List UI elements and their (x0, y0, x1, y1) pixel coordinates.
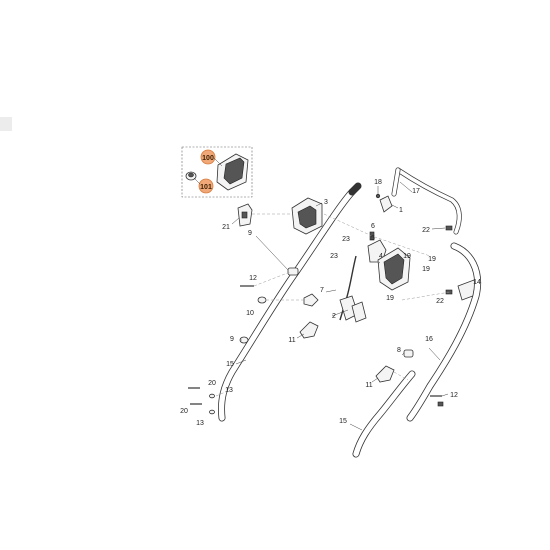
label-19-a: 19 (403, 253, 411, 260)
label-21: 21 (222, 224, 230, 231)
label-22-lower: 22 (436, 298, 444, 305)
label-10: 10 (246, 310, 254, 317)
assembly-line-b (323, 213, 431, 257)
assembly-line-f (401, 291, 451, 301)
label-16: 16 (425, 336, 433, 343)
label-100: 100 (202, 155, 214, 162)
label-2: 2 (332, 313, 336, 320)
highlight-marker-101 (198, 178, 214, 194)
part-4-control (377, 247, 411, 291)
part-12-nut-lower (437, 401, 444, 407)
part-15-handle-lower (352, 370, 416, 458)
part-22-upper (445, 225, 453, 231)
part-11-knob-lower (375, 365, 395, 383)
label-19-c: 19 (422, 266, 430, 273)
label-5: 5 (371, 235, 375, 242)
label-8: 8 (397, 347, 401, 354)
callout-labels: 100 101 21 3 18 1 17 6 5 23 23 22 9 12 4… (180, 155, 481, 427)
label-20-b: 20 (180, 408, 188, 415)
label-13-a: 13 (225, 387, 233, 394)
assembly-line-g (393, 371, 409, 381)
label-15-lower: 15 (339, 418, 347, 425)
highlight-marker-100 (200, 149, 216, 165)
part-1-clip (379, 195, 393, 213)
label-101: 101 (200, 184, 212, 191)
label-4: 4 (379, 253, 383, 260)
part-21-bracket (237, 203, 253, 227)
label-20-a: 20 (208, 380, 216, 387)
assembly-line-e (215, 389, 231, 397)
part-13-washer-b (209, 409, 215, 415)
part-13-washer-a (209, 393, 215, 399)
label-17: 17 (412, 188, 420, 195)
label-7: 7 (320, 287, 324, 294)
label-23-b: 23 (330, 253, 338, 260)
label-18: 18 (374, 179, 382, 186)
label-12-lower: 12 (450, 392, 458, 399)
label-19-b: 19 (428, 256, 436, 263)
label-1: 1 (399, 207, 403, 214)
part-3-housing (291, 197, 323, 235)
label-6: 6 (371, 223, 375, 230)
part-8-knob (403, 349, 414, 358)
label-23-a: 23 (342, 236, 350, 243)
label-9-lower: 9 (230, 336, 234, 343)
part-9-knob-upper (287, 267, 299, 276)
label-13-b: 13 (196, 420, 204, 427)
inset-box (181, 146, 253, 198)
label-19-d: 19 (386, 295, 394, 302)
label-12-upper: 12 (249, 275, 257, 282)
leader-lines (231, 181, 449, 431)
label-14: 14 (473, 279, 481, 286)
label-15-upper: 15 (226, 361, 234, 368)
part-10-nut (257, 296, 267, 304)
label-11-lower: 11 (365, 382, 372, 389)
label-22-upper: 22 (422, 227, 430, 234)
part-2 (351, 301, 367, 323)
part-18-screw (375, 193, 381, 199)
part-17-bail (391, 167, 462, 235)
assembly-line-c (253, 271, 291, 287)
handle-upper-left (218, 182, 362, 422)
part-16-handle-right (406, 242, 481, 422)
part-2-clip (303, 293, 319, 307)
label-3: 3 (324, 199, 328, 206)
side-tab (0, 117, 12, 131)
label-11-upper: 11 (288, 337, 295, 344)
label-9-upper: 9 (248, 230, 252, 237)
part-11-knob-upper (299, 321, 319, 339)
